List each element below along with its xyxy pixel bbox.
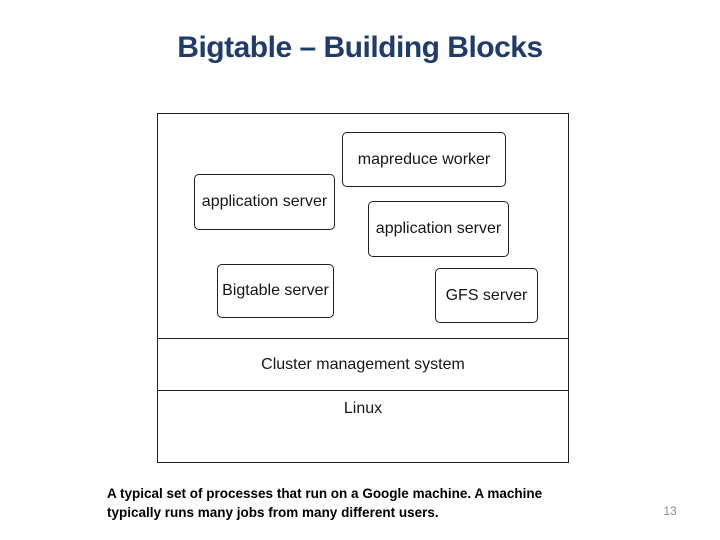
layer-cluster-management-label: Cluster management system <box>261 355 465 373</box>
machine-diagram: mapreduce worker application server appl… <box>157 113 569 463</box>
slide-caption: A typical set of processes that run on a… <box>107 484 647 522</box>
node-bigtable-server: Bigtable server <box>217 264 334 318</box>
slide-title: Bigtable – Building Blocks <box>177 31 543 64</box>
layer-linux-label: Linux <box>343 400 383 417</box>
layer-cluster-management-system: Cluster management system <box>158 338 568 390</box>
diagram-process-area: mapreduce worker application server appl… <box>158 114 568 338</box>
node-gfs-server: GFS server <box>435 268 538 323</box>
caption-line-2: typically runs many jobs from many diffe… <box>107 505 439 520</box>
page-number: 13 <box>663 504 677 518</box>
node-application-server-left: application server <box>194 174 335 230</box>
caption-line-1: A typical set of processes that run on a… <box>107 486 543 501</box>
node-application-server-right: application server <box>368 201 509 257</box>
node-mapreduce-worker: mapreduce worker <box>342 132 506 187</box>
layer-linux: Linux <box>158 390 568 462</box>
